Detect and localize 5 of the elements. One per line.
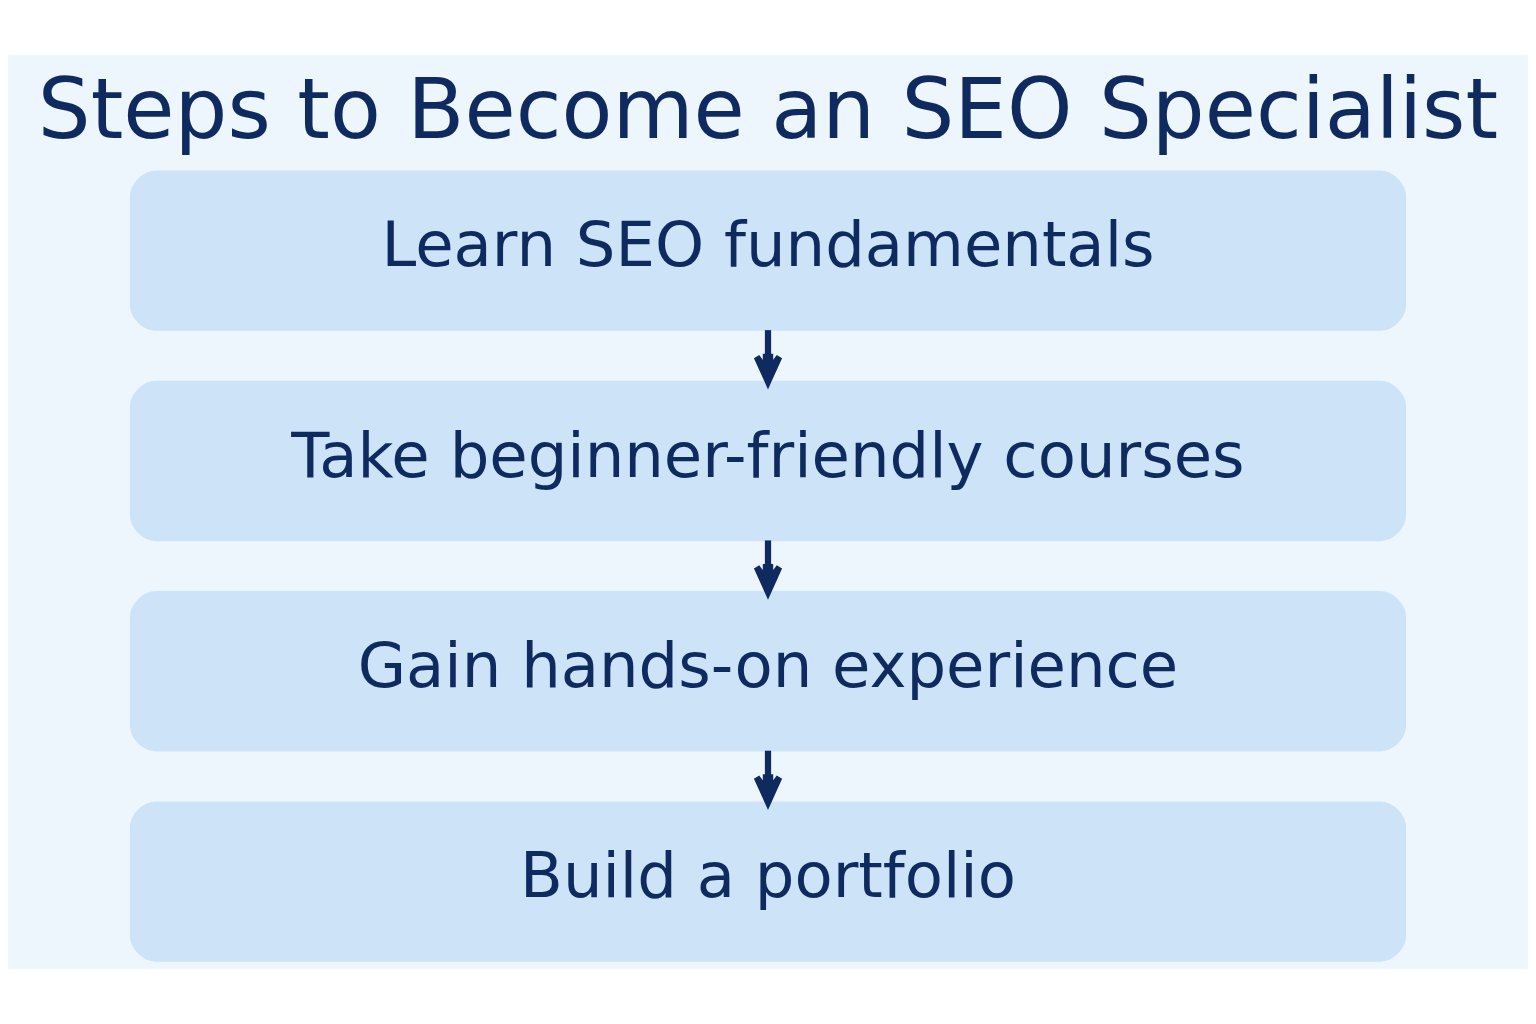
node-box: Gain hands-on experience (129, 591, 1407, 752)
node-box: Learn SEO fundamentals (129, 170, 1407, 331)
node-box: Take beginner-friendly courses (129, 380, 1407, 542)
diagram-title: Steps to Become an SEO Specialist (37, 61, 1499, 159)
node-box: Build a portfolio (129, 801, 1407, 962)
